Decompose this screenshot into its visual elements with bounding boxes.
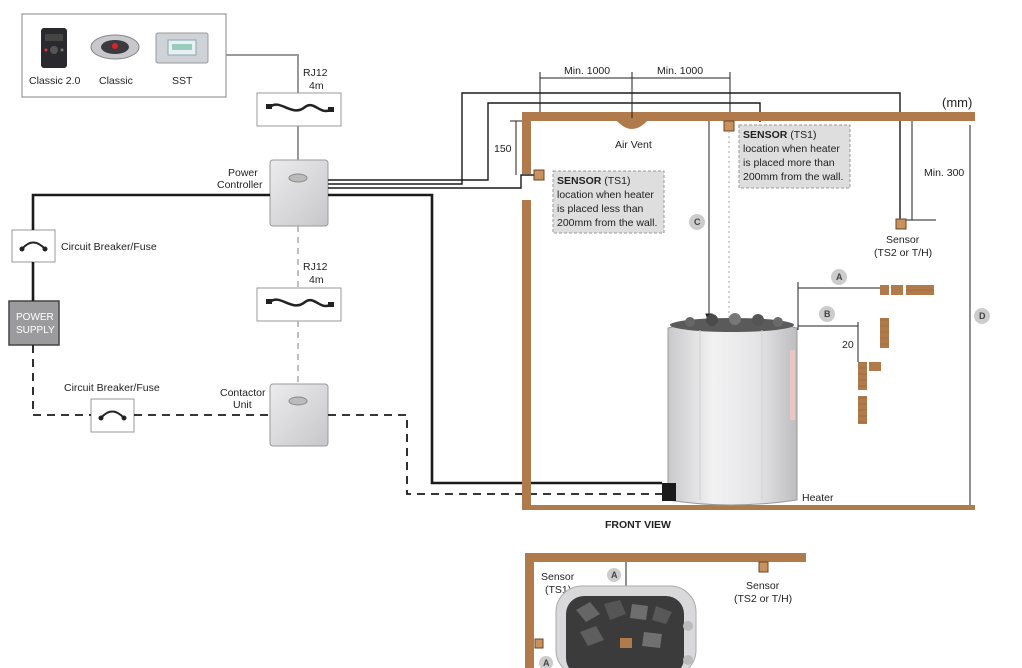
rj12-cable-middle-icon (256, 287, 342, 322)
contactor-label-1: Contactor (220, 387, 266, 399)
units-label: (mm) (942, 95, 972, 110)
top-view-dim-a-letter: A (611, 570, 618, 580)
rj12-top-length: 4m (309, 80, 324, 92)
sauna-floor (522, 505, 975, 510)
power-controller-label-1: Power (228, 167, 258, 179)
sensor-left-line-1: location when heater (557, 189, 654, 201)
sensor-wiring (328, 92, 901, 220)
rj12-mid-type: RJ12 (303, 261, 328, 273)
sensor-right-line-2: is placed more than (743, 157, 835, 169)
dim-c-letter: C (694, 217, 701, 227)
controller-cable-line (226, 54, 299, 93)
sensor-right-title: SENSOR (743, 129, 788, 141)
top-view-dim-a2-letter: A (543, 658, 550, 668)
power-controller-label-2: Controller (217, 179, 263, 191)
top-view-sensor-ts2-icon (758, 561, 769, 573)
top-view-sensor-ts1-line-1: Sensor (541, 571, 575, 583)
dim-150 (510, 120, 522, 175)
dim-150-label: 150 (494, 143, 512, 155)
circuit-breaker-bottom-label: Circuit Breaker/Fuse (64, 382, 160, 394)
circuit-breaker-top (11, 229, 56, 263)
heater-label: Heater (802, 492, 834, 504)
sensor-left-code: (TS1) (601, 175, 630, 187)
classic-label: Classic (99, 75, 133, 87)
top-view-walls (525, 553, 806, 668)
dim-c-marker (689, 214, 705, 230)
dim-d-letter: D (979, 311, 986, 321)
power-supply-label-2: SUPPLY (16, 325, 55, 336)
circuit-breaker-top-label: Circuit Breaker/Fuse (61, 241, 157, 253)
dim-a-letter: A (836, 272, 843, 282)
sensor-ts2-line-1: Sensor (886, 234, 920, 246)
power-supply (8, 300, 60, 346)
svg-text:SENSOR (TS1): SENSOR (TS1) (743, 129, 817, 141)
dim-20-label: 20 (842, 339, 854, 351)
sensor-right-note (738, 124, 851, 189)
sensor-ts2-line-2: (TS2 or T/H) (874, 247, 932, 259)
sensor-right-line-1: location when heater (743, 143, 840, 155)
rj12-top-type: RJ12 (303, 67, 328, 79)
top-view-sensor-ts2-line-1: Sensor (746, 580, 780, 592)
sauna-ceiling (522, 112, 975, 121)
dim-b-letter: B (824, 309, 831, 319)
contactor-label-2: Unit (233, 399, 252, 411)
sst-label: SST (172, 75, 193, 87)
sensor-right-code: (TS1) (787, 129, 816, 141)
sensor-left-line-2: is placed less than (557, 203, 644, 215)
dim-c (705, 121, 713, 324)
dim-min-300 (906, 121, 936, 221)
clearance-detail (797, 282, 934, 424)
power-wiring-dashed (32, 345, 662, 495)
dim-d-marker (974, 308, 990, 324)
sensor-ts2-icon (895, 218, 907, 230)
rj12-mid-length: 4m (309, 274, 324, 286)
circuit-breaker-bottom (90, 398, 135, 433)
sauna-heater (662, 313, 798, 506)
top-view-heater (555, 585, 697, 668)
svg-text:SENSOR (TS1): SENSOR (TS1) (557, 175, 631, 187)
sensor-ts1-ceiling-icon (723, 120, 735, 132)
power-supply-label-1: POWER (16, 312, 54, 323)
dim-a-marker (831, 269, 847, 285)
top-view-dim-a-marker (607, 568, 621, 582)
sensor-ts1-left-icon (533, 169, 545, 181)
min-1000-dimension (539, 72, 731, 118)
classic-controller-icon (90, 34, 140, 60)
min-1000-left-label: Min. 1000 (564, 65, 610, 77)
air-vent-label: Air Vent (615, 139, 652, 151)
contactor-unit (269, 383, 329, 447)
rj12-cable-top-icon (256, 92, 342, 127)
power-controller (269, 159, 329, 227)
front-view-label: FRONT VIEW (605, 519, 671, 531)
top-view-sensor-ts2-line-2: (TS2 or T/H) (734, 593, 792, 605)
sensor-left-title: SENSOR (557, 175, 602, 187)
power-wiring-solid (31, 193, 662, 485)
classic-2-label: Classic 2.0 (29, 75, 81, 87)
sensor-left-note (552, 170, 665, 234)
min-1000-right-label: Min. 1000 (657, 65, 703, 77)
classic-2-controller-icon (41, 28, 67, 68)
top-view-dim-a2-marker (539, 656, 553, 668)
top-view-sensor-ts1-icon (534, 638, 544, 649)
sensor-left-line-3: 200mm from the wall. (557, 217, 657, 229)
air-vent-icon (617, 121, 647, 129)
sst-controller-icon (155, 32, 209, 64)
controller-options-panel: Classic 2.0 Classic SST (21, 13, 227, 98)
dim-min-300-label: Min. 300 (924, 167, 964, 179)
sauna-wall-left (522, 114, 531, 510)
dim-b-marker (819, 306, 835, 322)
sensor-right-line-3: 200mm from the wall. (743, 171, 843, 183)
